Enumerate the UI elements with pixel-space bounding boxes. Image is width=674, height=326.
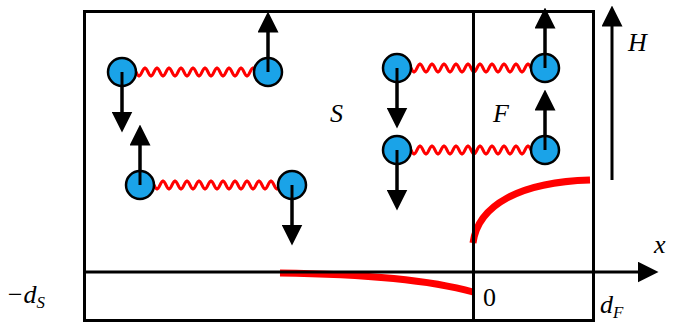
axis-label: −dS — [6, 282, 45, 312]
spin-arrow — [139, 135, 142, 185]
spin-arrow — [544, 100, 547, 150]
layer-label: F — [493, 101, 509, 127]
axis-label: H — [628, 30, 647, 56]
layer-label: S — [330, 101, 343, 127]
pair-wave — [411, 146, 531, 154]
field-arrow — [611, 16, 614, 180]
axis-label: x — [654, 232, 666, 258]
spin-arrow — [291, 185, 294, 235]
spin-arrow — [267, 22, 270, 72]
spin-arrow — [396, 68, 399, 118]
axis-label: dF — [600, 292, 623, 322]
order-parameter-f — [473, 180, 590, 243]
x-axis — [83, 271, 648, 274]
axis-label: 0 — [483, 285, 496, 311]
spin-stem — [544, 26, 547, 68]
spin-stem — [396, 150, 399, 192]
pair-wave — [136, 68, 254, 76]
spin-stem — [267, 30, 270, 72]
spin-stem — [291, 185, 294, 227]
spin-arrow — [121, 72, 124, 122]
spin-arrow — [396, 150, 399, 200]
spin-stem — [544, 108, 547, 150]
spin-stem — [139, 143, 142, 185]
order-parameter-s — [280, 273, 473, 292]
pair-wave — [411, 64, 531, 72]
spin-arrow — [544, 18, 547, 68]
spin-stem — [396, 68, 399, 110]
pair-wave — [154, 181, 278, 189]
spin-stem — [121, 72, 124, 114]
layer-region: F — [472, 10, 595, 322]
layer-region: S — [83, 10, 475, 322]
